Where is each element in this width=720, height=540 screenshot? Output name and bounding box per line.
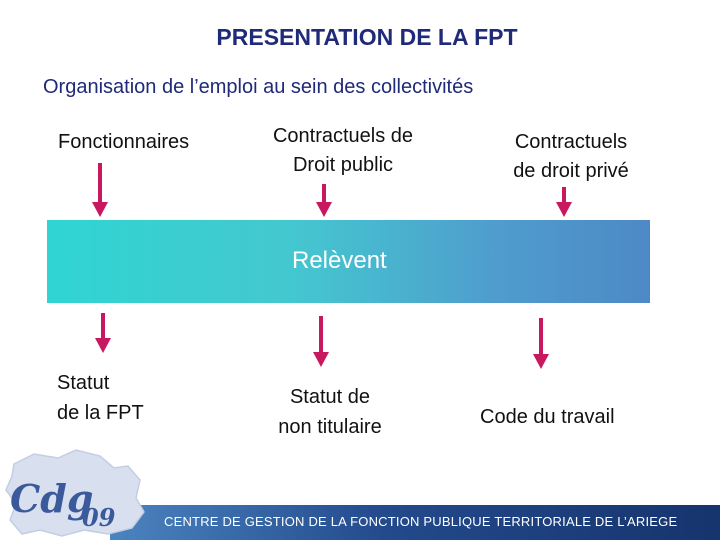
svg-text:Cdg: Cdg (10, 476, 93, 521)
arrow-down-icon (556, 187, 572, 217)
category-line: Contractuels (514, 131, 628, 153)
relevent-band (47, 220, 650, 303)
arrow-down-icon (92, 163, 108, 217)
category-contractuels-public: Contractuels de Droit public (258, 122, 428, 180)
result-line: Statut de (289, 386, 371, 408)
page-subtitle: Organisation de l’emploi au sein des col… (43, 76, 474, 98)
arrow-down-icon (313, 316, 329, 367)
result-statut-non-titulaire: Statut de non titulaire (256, 382, 404, 442)
result-line: Code du travail (480, 406, 615, 428)
category-line: Contractuels de (272, 125, 414, 147)
result-line: non titulaire (278, 416, 382, 438)
category-line: Droit public (292, 154, 394, 176)
category-line: Fonctionnaires (58, 131, 190, 153)
arrow-down-icon (533, 318, 549, 369)
category-contractuels-prive: Contractuels de droit privé (486, 128, 656, 186)
page-title: PRESENTATION DE LA FPT (216, 24, 518, 50)
category-fonctionnaires: Fonctionnaires (58, 128, 189, 157)
result-code-du-travail: Code du travail (480, 402, 615, 432)
category-line: de droit privé (513, 160, 629, 182)
result-statut-fpt: Statut de la FPT (57, 368, 144, 428)
result-line: Statut (57, 372, 110, 394)
footer-text: CENTRE DE GESTION DE LA FONCTION PUBLIQU… (164, 514, 678, 529)
cdg09-logo: Cdg 09 (5, 449, 145, 537)
arrow-down-icon (95, 313, 111, 353)
result-line: de la FPT (57, 402, 144, 424)
footer-bar (110, 505, 720, 540)
band-label: Relèvent (292, 247, 387, 274)
svg-text:09: 09 (82, 503, 116, 532)
arrow-down-icon (316, 184, 332, 217)
